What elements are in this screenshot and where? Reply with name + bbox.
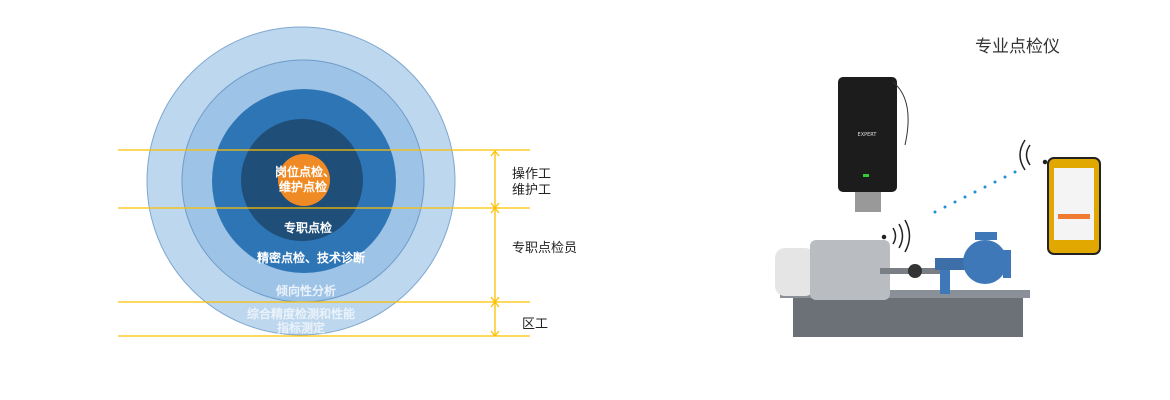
ring-core: [278, 154, 330, 206]
ring1-label: 综合精度检测和性能: [247, 306, 355, 321]
handheld-terminal: [1047, 157, 1101, 255]
core-label-2: 维护点检: [279, 179, 327, 194]
device-title: 专业点检仪: [975, 37, 1060, 57]
signal-icon: [881, 139, 1048, 253]
ring2-label: 倾向性分析: [275, 283, 336, 298]
ring3-label: 精密点检、技术诊断: [257, 250, 365, 265]
ring1-label-2: 指标测定: [277, 320, 325, 335]
motor-pump-illustration: [775, 232, 1030, 337]
core-label: 岗位点检、: [275, 164, 335, 179]
wireless-dots: [933, 170, 1017, 214]
role-district: 区工: [522, 317, 548, 332]
role-maintainer: 维护工: [512, 183, 551, 198]
role-operator: 操作工: [512, 166, 551, 182]
device-brand: EXPERT: [858, 132, 878, 138]
role-inspector: 专职点检员: [512, 241, 577, 256]
concentric-rings: [146, 26, 456, 336]
ring4-label: 专职点检: [284, 220, 332, 235]
inspection-device-illustration: EXPERT: [838, 77, 909, 212]
level-lines: [118, 149, 530, 338]
